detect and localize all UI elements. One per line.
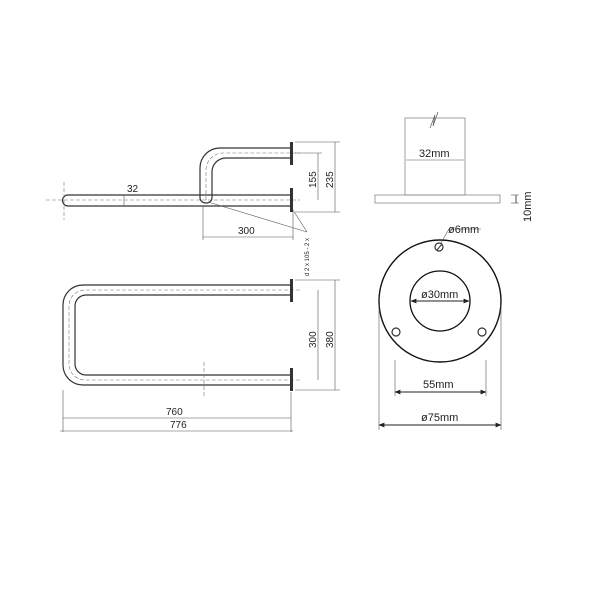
mount-hole — [477, 327, 487, 337]
outer-diameter: ø75mm — [421, 412, 458, 424]
break-mark — [429, 111, 439, 129]
base-plate — [374, 194, 501, 204]
dim-760: 760 — [166, 407, 183, 418]
pipe-width: 32mm — [419, 148, 450, 160]
outer-circle — [378, 239, 502, 363]
dim-776: 776 — [170, 420, 187, 431]
plate-thickness: 10mm — [522, 191, 534, 222]
flange-lower — [290, 368, 293, 391]
dim-380: 380 — [325, 331, 336, 348]
flange-side-view: 32mm 10mm — [374, 111, 534, 222]
u-tube — [62, 284, 290, 386]
straight-tube — [61, 194, 290, 207]
note: d 2 x 105 - 2 x — [305, 238, 311, 276]
dim-300: 300 — [238, 226, 255, 237]
front-view: 300 380 760 776 — [60, 279, 340, 432]
inner-circle — [409, 270, 471, 332]
dim-235: 235 — [325, 171, 336, 188]
bent-tube — [199, 147, 290, 204]
flange-face-view: ø6mm ø30mm 55mm ø75mm — [378, 224, 502, 430]
inner-diameter: ø30mm — [421, 289, 458, 301]
flange-upper — [290, 279, 293, 302]
hole-spacing: 55mm — [423, 379, 454, 391]
flange-top — [290, 142, 293, 165]
top-view: 32 155 235 300 d 2 x 105 - 2 x — [46, 141, 340, 276]
mount-hole — [391, 327, 401, 337]
hole-diameter: ø6mm — [448, 224, 479, 236]
dim-155: 155 — [308, 171, 319, 188]
flange-bottom — [290, 188, 293, 212]
mount-hole — [434, 242, 444, 252]
dim-300-vertical: 300 — [308, 331, 319, 348]
dim-32: 32 — [127, 184, 139, 195]
